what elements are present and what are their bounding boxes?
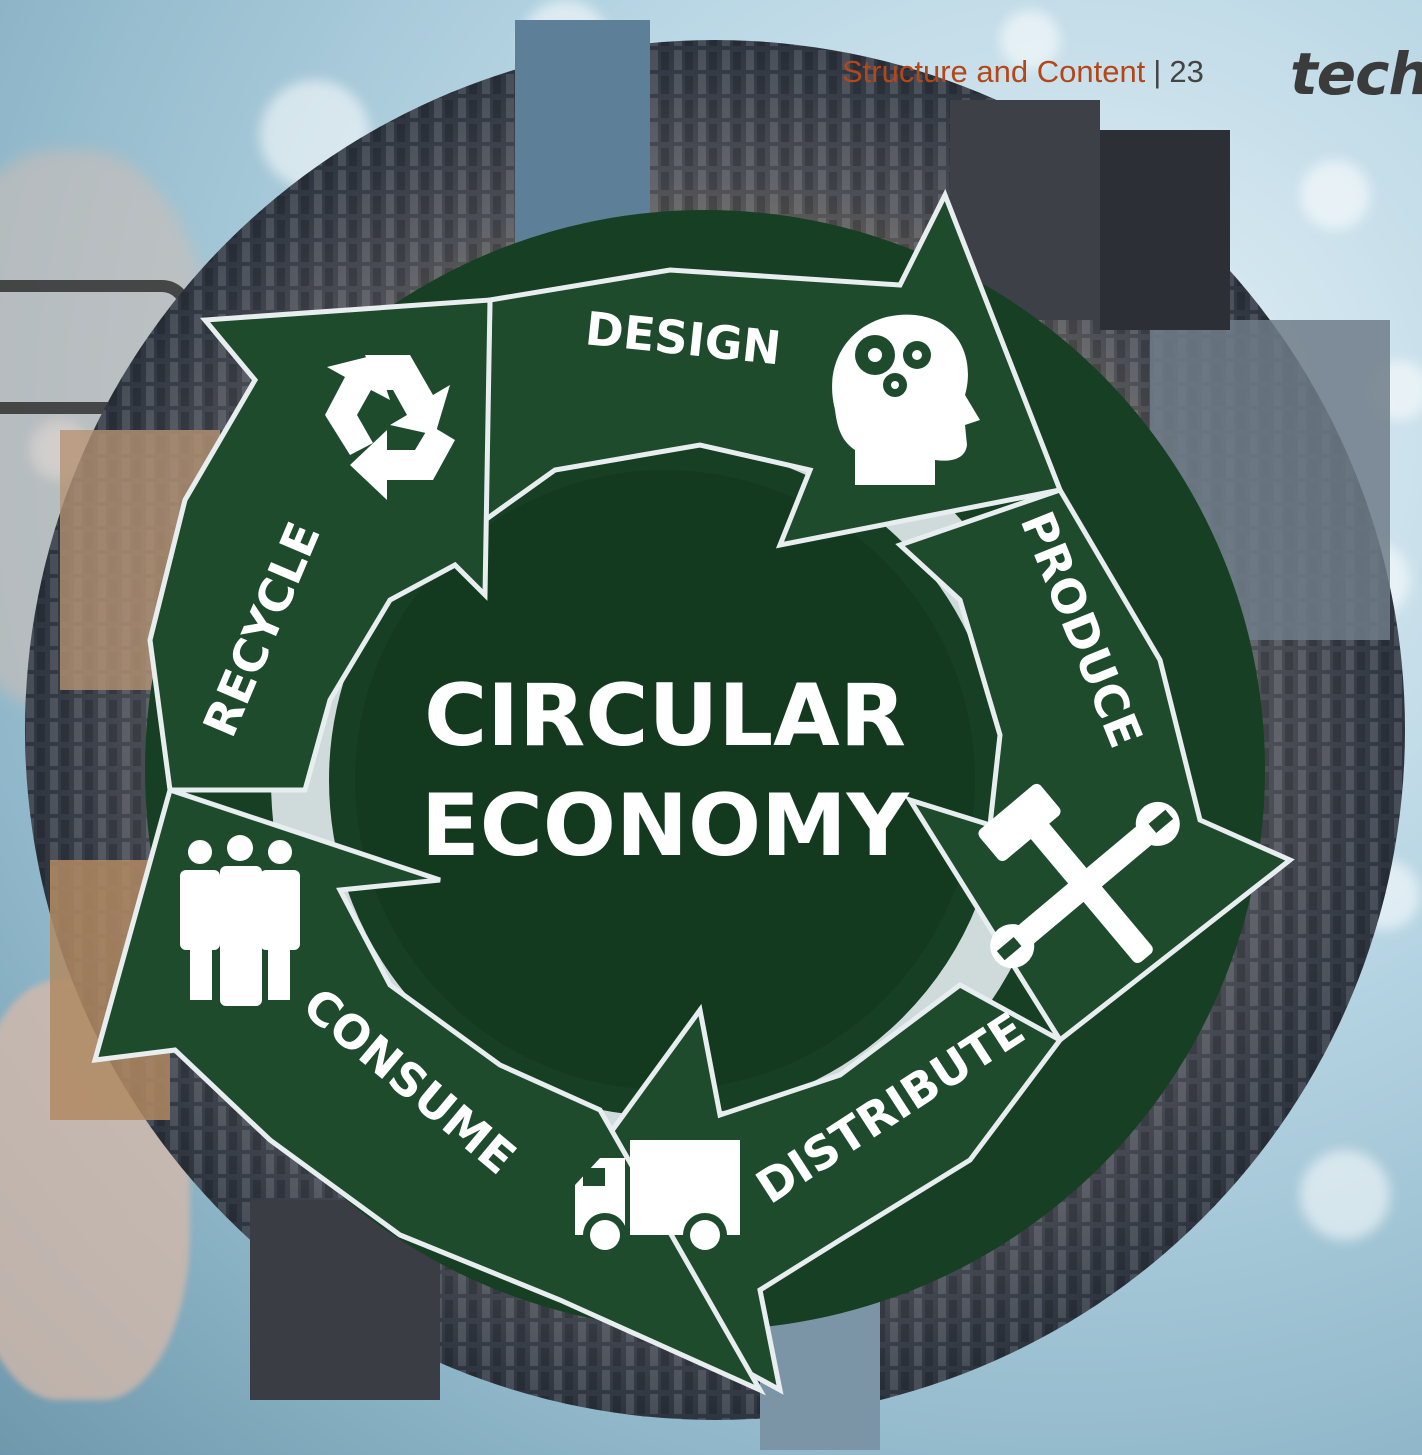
people-icon — [180, 835, 300, 1006]
arrow-produce — [895, 486, 1295, 1044]
truck-icon — [575, 1140, 740, 1257]
page-number: 23 — [1169, 54, 1204, 89]
page-header: Structure and Content | 23 — [842, 52, 1204, 92]
header-separator: | — [1153, 54, 1162, 89]
head-gears-icon — [832, 314, 980, 485]
hammer-wrench-icon — [978, 783, 1180, 969]
center-title-line2: ECONOMY — [421, 776, 911, 876]
brand-logo: tech — [1290, 40, 1422, 108]
center-disc — [355, 470, 975, 1090]
section-title: Structure and Content — [842, 54, 1146, 89]
recycle-icon — [325, 355, 455, 500]
center-title-line1: CIRCULAR — [424, 666, 906, 766]
